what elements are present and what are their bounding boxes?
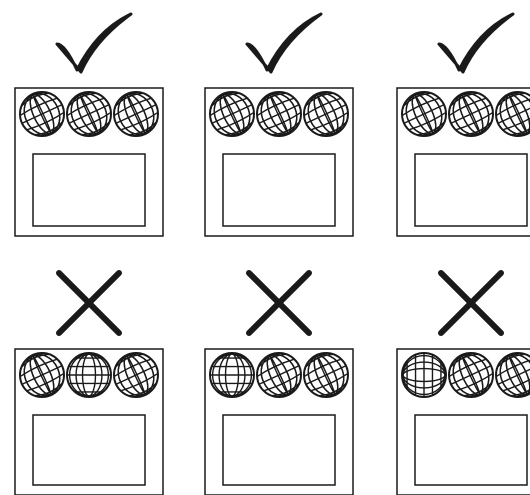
- knob-icon: [209, 91, 255, 137]
- knob-icon: [495, 91, 530, 137]
- knob-icon: [495, 352, 530, 398]
- knob-icon: [113, 91, 159, 137]
- knob-icon: [66, 91, 112, 137]
- knob-icon: [209, 352, 255, 398]
- knob-icon: [19, 91, 65, 137]
- control-panel: [396, 348, 530, 495]
- cross-icon: [246, 270, 312, 336]
- checkmark-icon: [245, 12, 323, 74]
- knob-icon: [401, 352, 447, 398]
- knob-icon: [256, 352, 302, 398]
- knob-icon: [256, 91, 302, 137]
- control-panel: [204, 348, 354, 495]
- knob-icon: [19, 352, 65, 398]
- control-panel: [14, 348, 164, 495]
- display-window: [414, 153, 528, 227]
- knob-icon: [448, 91, 494, 137]
- display-window: [414, 414, 528, 486]
- cross-icon: [56, 270, 122, 336]
- display-window: [222, 153, 336, 227]
- knob-icon: [448, 352, 494, 398]
- cross-icon: [438, 270, 504, 336]
- checkmark-icon: [437, 12, 515, 74]
- control-panel: [14, 87, 164, 237]
- display-window: [32, 414, 146, 486]
- row-incorrect: [14, 270, 530, 495]
- display-window: [32, 153, 146, 227]
- control-panel: [204, 87, 354, 237]
- knob-icon: [303, 352, 349, 398]
- control-panel: [396, 87, 530, 237]
- knob-icon: [401, 91, 447, 137]
- knob-icon: [303, 91, 349, 137]
- display-window: [222, 414, 336, 486]
- row-correct: [14, 12, 530, 237]
- checkmark-icon: [55, 12, 133, 74]
- knob-icon: [66, 352, 112, 398]
- knob-icon: [113, 352, 159, 398]
